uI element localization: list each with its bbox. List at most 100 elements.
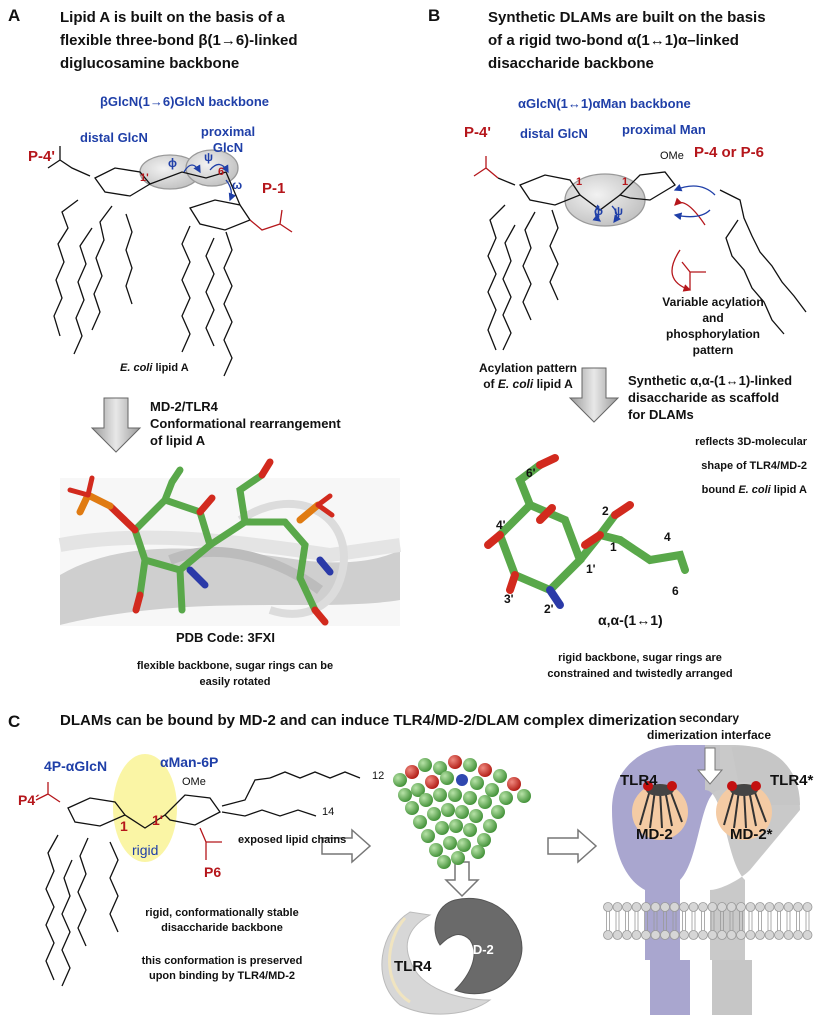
membrane-lipid-tail [663,911,667,921]
membrane-lipid-head [679,930,689,940]
membrane-lipid-tail [672,921,677,931]
panel-a-heading-line-3: diglucosamine backbone [60,55,240,72]
atom-4: 4 [664,530,671,544]
panel-c-spacefill-model [393,755,531,869]
membrane-lipid-head [603,902,613,912]
panel-b-down-arrow [568,367,620,423]
panel-c-tlr4-left: TLR4 [620,772,658,789]
membrane-lipid-tail [615,911,620,921]
membrane-lipid-tail [720,921,724,931]
membrane-lipid-tail [729,921,734,931]
atom-4p: 4' [496,518,506,532]
panel-a-distal-label: distal GlcN [80,130,148,145]
panel-c-preserved-line-2: upon binding by TLR4/MD-2 [148,970,296,982]
membrane-lipid-tail [805,911,810,921]
panel-a-p4-label: P-4' [28,148,55,165]
membrane-lipid-head [726,902,737,912]
panel-b-acylation-line-2: of E. coli lipid A [483,377,573,391]
membrane-lipid-head [688,930,699,940]
panel-c-secondary-text: secondary dimerization interface [634,710,784,744]
panel-c-md2-right: MD-2* [730,826,773,843]
panel-a-structure [47,146,293,377]
panel-a-down-arrow [90,397,142,453]
panel-c-p4-label: P4´ [18,792,40,808]
membrane-lipid-tail [710,921,715,931]
panel-c-md2-label: MD-2 [462,942,494,957]
panel-a-phi: ϕ [168,156,177,170]
panel-a-caption: flexible backbone, sugar rings can be ea… [110,658,360,690]
panel-c-chain12: 12 [372,770,385,782]
panel-a-ecoli-caption: E. coli lipid A [120,362,189,374]
membrane-lipid-tail [758,921,762,931]
membrane-lipid-head [755,930,765,940]
membrane-lipid-tail [739,911,743,921]
membrane-lipid-tail [663,921,667,931]
membrane-lipid-head [802,930,813,940]
panel-b-variable-text: Variable acylation and phosphorylation p… [648,294,778,358]
membrane-lipid-head [603,930,613,940]
panel-c-ome: OMe [182,776,206,788]
membrane-lipid-tail [625,921,629,931]
membrane-lipid-tail [653,911,658,921]
panel-a-p1-label: P-1 [262,180,286,197]
panel-b-stick-model [484,454,689,609]
panel-b-caption-line-2: constrained and twistedly arranged [547,668,733,680]
panel-b-variable-line-2: and [702,311,724,325]
panel-a-heading: Lipid A is built on the basis of a flexi… [60,6,338,75]
membrane-lipid-tail [748,911,753,921]
panel-b-reflects-text: reflects 3D-molecular shape of TLR4/MD-2… [672,430,807,502]
panel-c-rigid-caption: rigid, conformationally stable disacchar… [132,906,312,936]
panel-c-rigid: rigid [132,842,159,858]
membrane-lipid-head [612,930,623,940]
panel-a-ecoli-italic: E. coli [120,362,153,374]
membrane-lipid-head [641,930,651,940]
membrane-lipid-head [660,930,670,940]
membrane-lipid-tail [748,921,753,931]
panel-a-ecoli-rest: lipid A [155,362,189,374]
membrane-lipid-tail [682,921,686,931]
panel-c-preserved-line-1: this conformation is preserved [141,955,303,967]
panel-b-acylation-italic: E. coli [497,377,534,391]
membrane-lipid-head [698,902,708,912]
membrane-lipid-tail [777,921,781,931]
membrane-lipid-tail [615,921,620,931]
panel-a-heading-line-1: Lipid A is built on the basis of a [60,9,285,26]
panel-b-variable-line-1: Variable acylation [662,295,764,309]
membrane-lipid-head [669,902,680,912]
membrane-lipid-head [745,902,756,912]
membrane-lipid-head [736,902,746,912]
panel-c-preserved-caption: this conformation is preserved upon bind… [132,954,312,984]
membrane-lipid-head [707,930,718,940]
membrane-lipid-head [793,902,803,912]
panel-b-heading-line-2: of a rigid two-bond α(1↔1)α–linked [488,32,739,49]
panel-c-tlr4-label: TLR4 [394,958,432,975]
panel-a-psi: ψ [204,150,214,164]
panel-c-down-arrow [444,861,480,898]
membrane-lipid-head [622,902,632,912]
glycosidic-linker [149,171,227,185]
panel-c-letter: C [8,712,21,731]
membrane-lipid-head [793,930,803,940]
membrane-lipid-head [755,902,765,912]
membrane-lipid-tail [758,911,762,921]
panel-a-arrow-text-line-2: Conformational rearrangement [150,416,341,431]
membrane-lipid-head [631,902,642,912]
panel-b-heading-line-1: Synthetic DLAMs are built on the basis [488,9,766,26]
atom-1p: 1' [586,562,596,576]
membrane-lipid-tail [606,911,610,921]
panel-b-caption-line-1: rigid backbone, sugar rings are [558,652,722,664]
panel-b-arrow-text-line-2: disaccharide as scaffold [628,390,780,405]
panel-b-distal-label: distal GlcN [520,126,588,141]
panel-c-rigid-caption-line-2: disaccharide backbone [161,922,283,934]
panel-b-arrow-text-line-1: Synthetic α,α-(1↔1)-linked [628,373,793,388]
membrane-lipid-tail [653,921,658,931]
panel-c-man-label: αMan-6P [160,754,219,770]
panel-c-secondary-line-1: secondary [678,711,740,725]
membrane-lipid-tail [767,921,772,931]
membrane-lipid-head [783,902,794,912]
membrane-lipid-tail [777,911,781,921]
membrane-lipid-head [707,902,718,912]
panel-b-arrow-text: Synthetic α,α-(1↔1)-linked disaccharide … [628,372,792,423]
panel-c-one: 1 [120,818,128,834]
